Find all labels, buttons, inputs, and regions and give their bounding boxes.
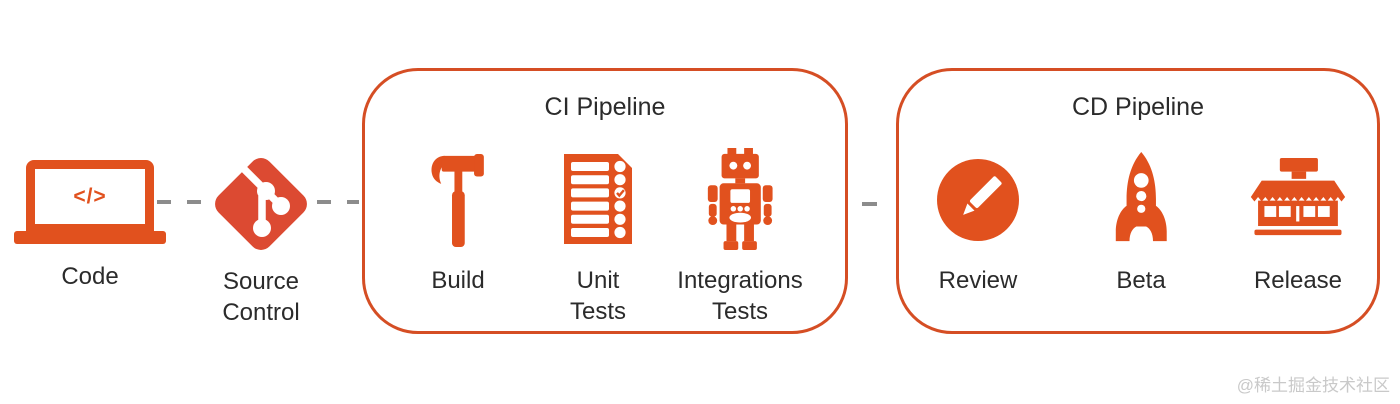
laptop-screen: </> bbox=[26, 160, 154, 233]
laptop-code-icon: </> bbox=[14, 160, 166, 246]
storefront-icon bbox=[1249, 158, 1347, 255]
review-label: Review bbox=[938, 267, 1018, 294]
hammer-icon bbox=[428, 152, 489, 255]
ci-pipeline-title: CI Pipeline bbox=[544, 93, 666, 121]
cd-pipeline-title: CD Pipeline bbox=[1071, 93, 1204, 121]
station-source-control: Source Control bbox=[196, 149, 326, 328]
station-code: </> Code bbox=[14, 160, 166, 292]
checklist-icon bbox=[562, 154, 634, 255]
code-glyph: </> bbox=[73, 184, 107, 208]
pipeline-step-integrations-tests: Integrations Tests bbox=[655, 148, 825, 327]
unit-tests-label: Unit Tests bbox=[569, 267, 626, 325]
source-control-label: Source Control bbox=[222, 266, 299, 328]
connector-dash-3 bbox=[862, 202, 877, 206]
rocket-icon bbox=[1106, 152, 1177, 255]
pipeline-step-release: Release bbox=[1213, 151, 1383, 296]
pipeline-step-review: Review bbox=[893, 151, 1063, 296]
pipeline-step-unit-tests: Unit Tests bbox=[513, 151, 683, 327]
cd-pipeline-box: CD Pipeline Review bbox=[896, 68, 1380, 334]
laptop-base bbox=[14, 231, 166, 244]
integrations-tests-label: Integrations Tests bbox=[677, 267, 803, 325]
watermark-text: @稀土掘金技术社区 bbox=[1236, 376, 1390, 395]
source-control-line1: Source bbox=[222, 268, 300, 295]
build-label: Build bbox=[431, 267, 485, 294]
git-icon bbox=[206, 149, 316, 264]
ci-pipeline-box: CI Pipeline Build bbox=[362, 68, 848, 334]
connector-dash-2 bbox=[317, 200, 359, 204]
pipeline-step-beta: Beta bbox=[1056, 151, 1226, 296]
pipeline-step-build: Build bbox=[373, 151, 543, 296]
code-label: Code bbox=[61, 263, 119, 290]
release-label: Release bbox=[1253, 267, 1343, 294]
beta-label: Beta bbox=[1116, 267, 1166, 294]
robot-icon bbox=[700, 148, 780, 255]
connector-dash-1 bbox=[157, 200, 203, 204]
source-control-line2: Control bbox=[222, 299, 300, 326]
pencil-circle-icon bbox=[936, 158, 1020, 255]
